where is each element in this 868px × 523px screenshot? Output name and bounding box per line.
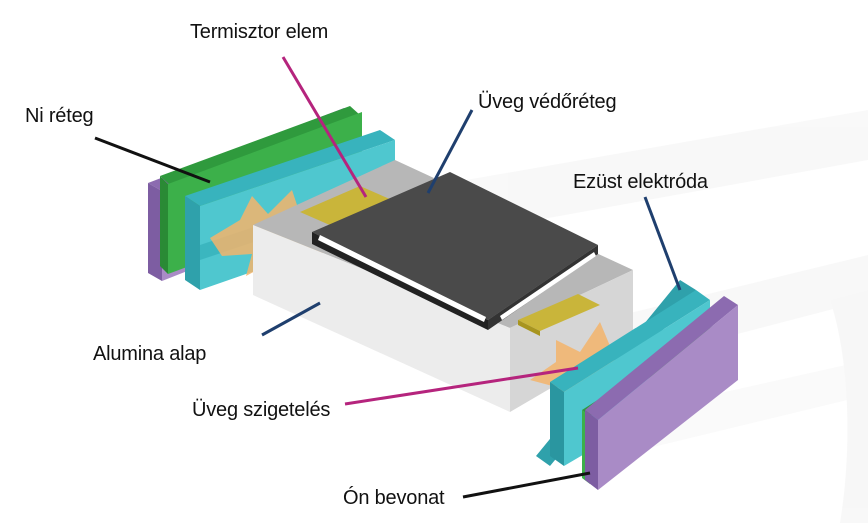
- label-ni-reteg: Ni réteg: [25, 105, 94, 127]
- label-termisztor-elem: Termisztor elem: [190, 21, 329, 43]
- ni-reteg-leader: [94, 136, 211, 184]
- ezust-elektroda-leader: [643, 196, 682, 291]
- uveg-vedoreteg-leader: [426, 109, 474, 194]
- label-uveg-szigeteles: Üveg szigetelés: [192, 399, 331, 421]
- right-ni-layer: [585, 296, 738, 490]
- label-uveg-vedoreteg: Üveg védőréteg: [478, 91, 617, 113]
- glass-protection-layer: [312, 172, 598, 330]
- label-alumina-alap: Alumina alap: [93, 343, 207, 365]
- label-ezust-elektroda: Ezüst elektróda: [573, 171, 708, 193]
- uveg-szigeteles-leader: [344, 366, 579, 406]
- label-on-bevonat: Ón bevonat: [343, 487, 445, 509]
- alumina-alap-leader: [261, 301, 321, 337]
- thermistor-element: [300, 186, 600, 336]
- termisztor-leader: [281, 56, 368, 198]
- on-bevonat-leader: [462, 471, 591, 499]
